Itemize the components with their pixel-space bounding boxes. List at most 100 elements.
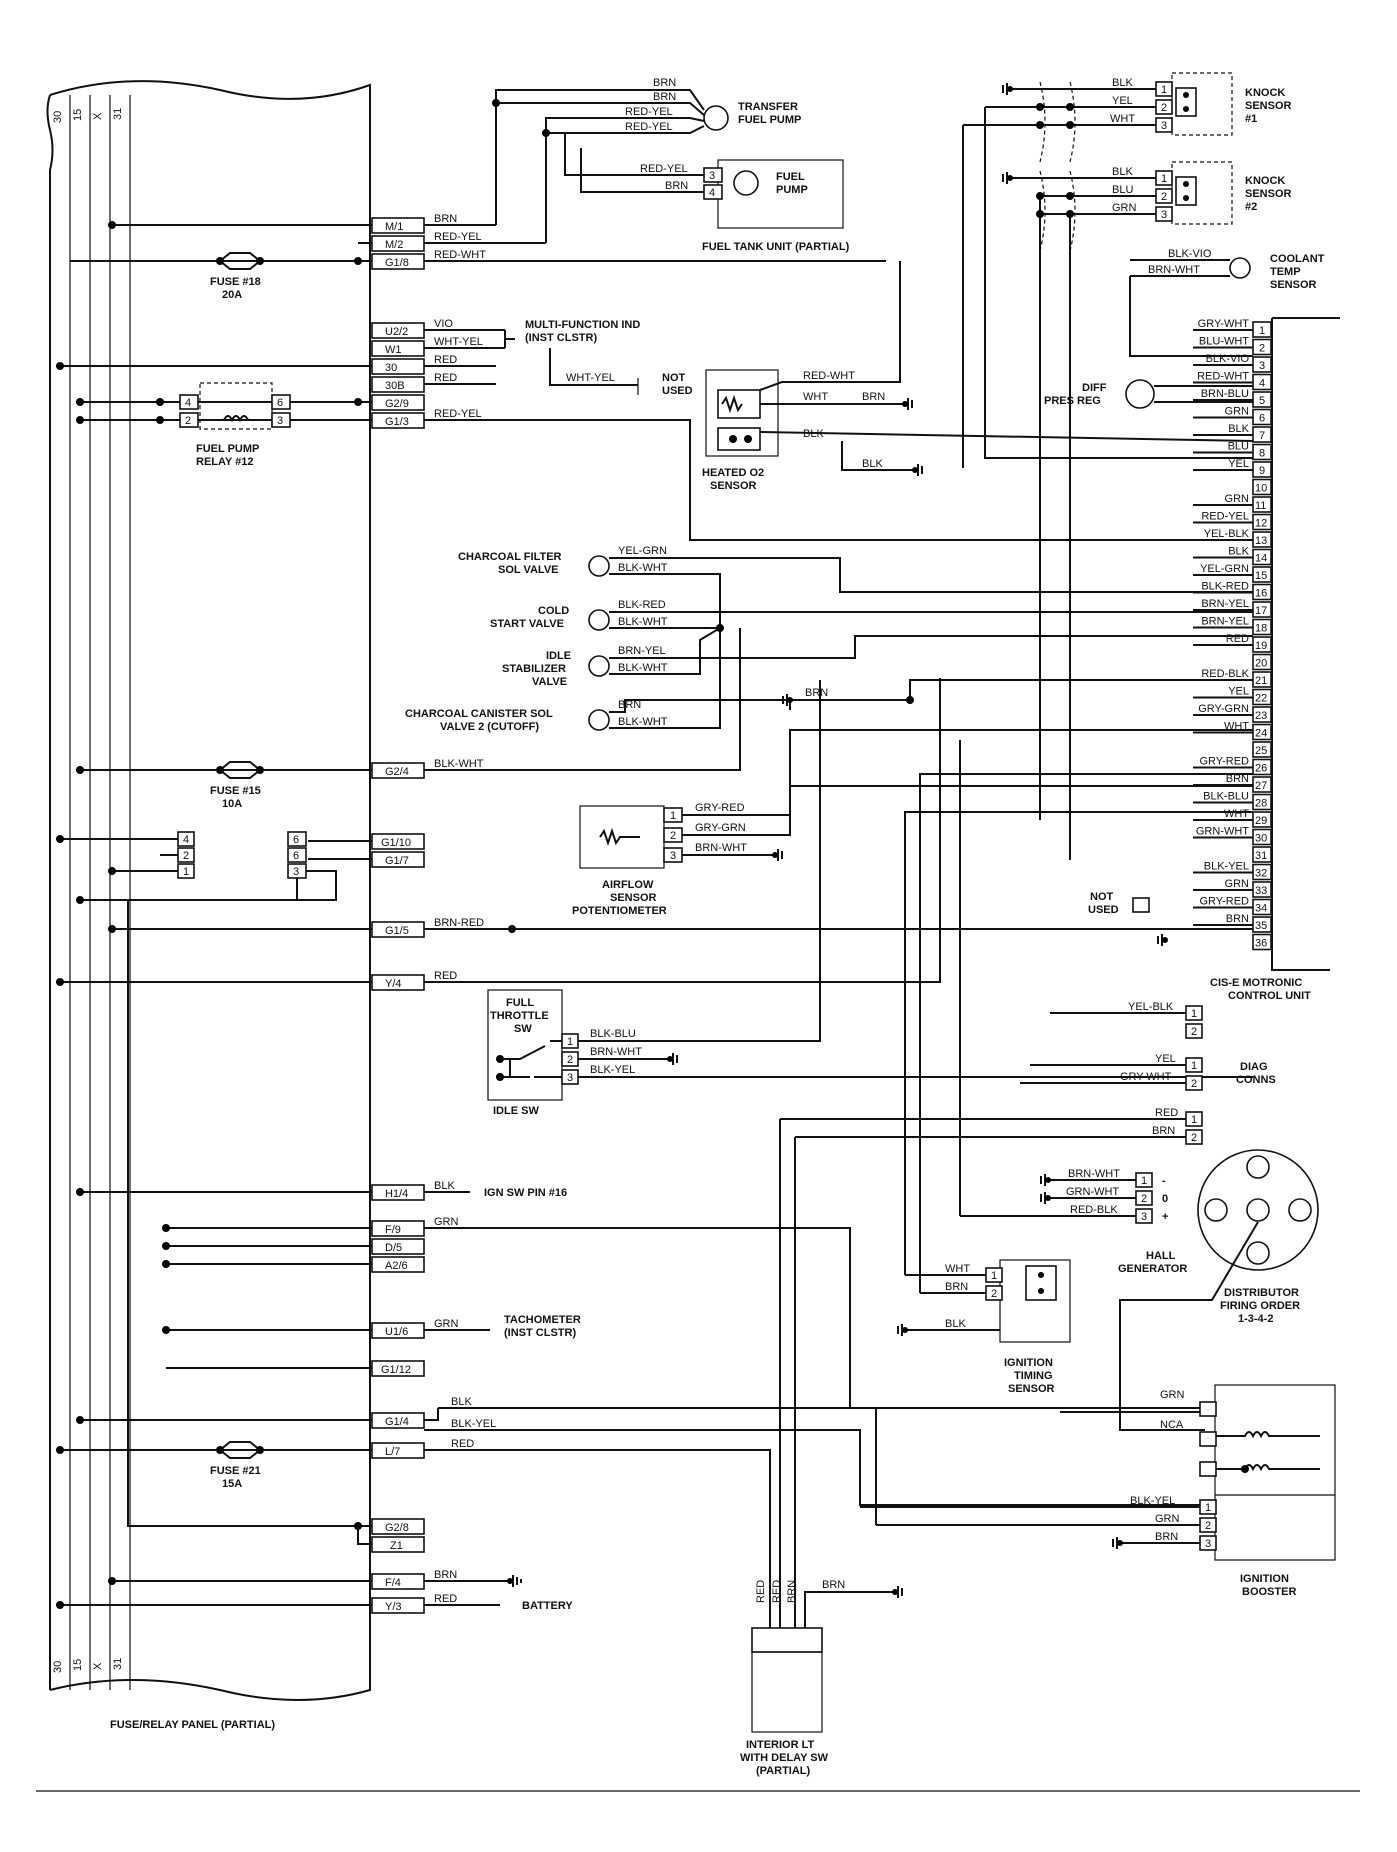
svg-text:BOOSTER: BOOSTER	[1242, 1586, 1296, 1598]
svg-text:1: 1	[670, 810, 676, 822]
svg-text:30B: 30B	[385, 380, 405, 392]
ground-icon	[892, 1586, 903, 1598]
transfer-fuel-pump: BRN BRN RED-YEL RED-YEL TRANSFER FUEL PU…	[492, 77, 801, 243]
svg-text:G1/8: G1/8	[385, 257, 409, 269]
terminal-m2: M/2 RED-YEL	[358, 231, 546, 252]
svg-text:1: 1	[991, 1270, 997, 1282]
svg-text:Y/4: Y/4	[385, 978, 402, 990]
ecu-pin-number: 15	[1255, 570, 1267, 582]
terminal-y4: Y/4 RED	[56, 678, 941, 991]
ecu-pin-number: 9	[1259, 465, 1265, 477]
ecu-pin-wire-label: GRY-GRN	[1198, 703, 1249, 715]
ground-icon	[902, 398, 913, 410]
svg-text:G1/3: G1/3	[385, 416, 409, 428]
svg-text:F/9: F/9	[385, 1224, 401, 1236]
ecu-pin: 10	[1252, 478, 1272, 496]
svg-text:BLK: BLK	[803, 428, 824, 440]
svg-text:BLK: BLK	[862, 458, 883, 470]
ecu-pin-wire-label: RED-WHT	[1197, 371, 1249, 383]
svg-text:G1/5: G1/5	[385, 925, 409, 937]
svg-text:RED-YEL: RED-YEL	[434, 408, 482, 420]
svg-text:GRN: GRN	[1155, 1513, 1180, 1525]
ecu-pin: 31	[1252, 846, 1272, 863]
svg-text:IDLE SW: IDLE SW	[493, 1105, 539, 1117]
fuel-pump-relay: 4 2 6 3 FUEL PUMP RELAY #12	[76, 382, 291, 468]
svg-text:TRANSFER: TRANSFER	[738, 101, 798, 113]
svg-text:D/5: D/5	[385, 1242, 402, 1254]
ecu-pin-wire-label: RED-BLK	[1201, 668, 1249, 680]
svg-text:BRN-YEL: BRN-YEL	[618, 645, 666, 657]
fuse-relay-panel: 30 15 X 31 30 15 X 31 FUSE/RELAY PANEL (…	[46, 80, 371, 1731]
panel-caption: FUSE/RELAY PANEL (PARTIAL)	[110, 1719, 275, 1731]
svg-text:6: 6	[293, 834, 299, 846]
ecu-pin: 36	[1252, 933, 1272, 951]
svg-text:2: 2	[1191, 1132, 1197, 1144]
terminal-d5: D/5	[162, 1238, 425, 1255]
svg-text:USED: USED	[662, 385, 693, 397]
ecu-pin-list: 1GRY-WHT2BLU-WHT3BLK-VIO4RED-WHT5BRN-BLU…	[1193, 318, 1272, 951]
terminal-g1-3: G1/3 RED-YEL	[290, 408, 1253, 541]
svg-text:FUEL PUMP: FUEL PUMP	[196, 443, 259, 455]
svg-text:TACHOMETER: TACHOMETER	[504, 1314, 581, 1326]
ecu-pin-wire-label: BLK	[1228, 546, 1249, 558]
svg-text:BLK-BLU: BLK-BLU	[590, 1028, 636, 1040]
terminal-l7: L/7 RED	[56, 1438, 771, 1600]
svg-text:CHARCOAL CANISTER SOL: CHARCOAL CANISTER SOL	[405, 708, 553, 720]
heated-o2-sensor: RED-WHT WHT BRN BLK BLK HEATED O2 SENSOR	[702, 261, 1254, 492]
svg-text:Z1: Z1	[390, 1540, 403, 1552]
svg-text:BLK: BLK	[434, 1180, 455, 1192]
panel-left-edge	[46, 94, 54, 1690]
ecu-pin-wire-label: WHT	[1224, 721, 1249, 733]
ecu-pin-number: 2	[1259, 343, 1265, 355]
ecu-pin-number: 12	[1255, 518, 1267, 530]
ecu-pin-number: 30	[1255, 833, 1267, 845]
ecu-pin-wire-label: BLU	[1228, 441, 1249, 453]
ground-icon	[1002, 172, 1013, 184]
ecu-pin-wire-label: WHT	[1224, 808, 1249, 820]
svg-text:BRN-WHT: BRN-WHT	[1148, 264, 1200, 276]
svg-text:POTENTIOMETER: POTENTIOMETER	[572, 905, 667, 917]
ecu-pin-number: 14	[1255, 553, 1267, 565]
svg-text:GRY-WHT: GRY-WHT	[1120, 1071, 1172, 1083]
terminal-a2-6: A2/6	[162, 1256, 425, 1273]
terminal-m1: M/1 BRN	[108, 213, 496, 234]
svg-text:RED-YEL: RED-YEL	[434, 231, 482, 243]
terminal-30: 30 RED	[56, 354, 496, 375]
svg-text:3: 3	[709, 170, 715, 182]
ecu-pin-wire-label: RED	[1226, 633, 1249, 645]
ecu-pin-wire-label: GRY-WHT	[1198, 318, 1250, 330]
svg-text:BLK-YEL: BLK-YEL	[590, 1064, 635, 1076]
svg-text:FUSE #15: FUSE #15	[210, 785, 261, 797]
terminal-w1: W1 WHT-YEL	[371, 336, 505, 357]
ecu-pin-box	[1252, 478, 1272, 496]
svg-text:BRN: BRN	[1155, 1531, 1178, 1543]
ecu-pin-number: 17	[1255, 605, 1267, 617]
airflow-sensor-potentiometer: 1 2 3 GRY-RED GRY-GRN BRN-WHT AIRFLOW SE…	[572, 729, 1253, 917]
svg-text:YEL-BLK: YEL-BLK	[1128, 1001, 1174, 1013]
svg-text:PRES REG: PRES REG	[1044, 395, 1101, 407]
ecu-pin-box	[1252, 653, 1272, 671]
svg-text:SW: SW	[514, 1023, 532, 1035]
svg-text:DISTRIBUTOR: DISTRIBUTOR	[1224, 1287, 1299, 1299]
ecu-pin-number: 32	[1255, 868, 1267, 880]
svg-text:BRN-WHT: BRN-WHT	[695, 842, 747, 854]
svg-text:SENSOR: SENSOR	[1270, 279, 1317, 291]
svg-text:G2/9: G2/9	[385, 398, 409, 410]
ecu-pin-wire-label: BLU-WHT	[1199, 336, 1249, 348]
svg-text:CONTROL UNIT: CONTROL UNIT	[1228, 990, 1311, 1002]
tachometer-destination: TACHOMETER (INST CLSTR)	[504, 1314, 581, 1339]
ecu-pin-number: 16	[1255, 588, 1267, 600]
svg-text:AIRFLOW: AIRFLOW	[602, 879, 654, 891]
svg-text:U1/6: U1/6	[385, 1326, 408, 1338]
svg-text:NCA: NCA	[1160, 1419, 1184, 1431]
svg-text:HEATED O2: HEATED O2	[702, 467, 764, 479]
svg-text:2: 2	[567, 1054, 573, 1066]
